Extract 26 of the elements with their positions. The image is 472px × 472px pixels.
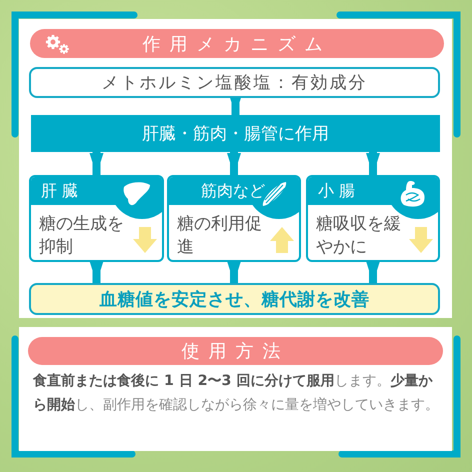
arrow	[227, 261, 241, 283]
organ-card	[167, 175, 301, 262]
arrow	[227, 152, 241, 175]
card-heading: 筋肉など	[201, 181, 265, 202]
arrow	[90, 152, 104, 175]
card-heading: 肝 臓	[41, 181, 78, 202]
section-heading	[28, 337, 443, 365]
organ-card	[306, 175, 440, 262]
card-text: 糖の利用促進	[177, 213, 263, 259]
card-text: 糖の生成を抑制	[39, 213, 125, 259]
card-heading: 小 腸	[318, 181, 356, 202]
box-text: 肝臓・筋肉・腸管に作用	[142, 123, 329, 145]
organ-card	[29, 175, 164, 262]
box-text: メトホルミン塩酸塩：有効成分	[102, 72, 368, 94]
ingredient-box	[29, 67, 440, 98]
action-bar	[31, 115, 440, 152]
usage-text: 食直前または食後に 1 日 2〜3 回に分けて服用します。少量から開始し、副作用を確認しながら徐々に量を増やしていきます。	[33, 372, 440, 415]
box-text: 血糖値を安定させ、糖代謝を改善	[100, 288, 370, 311]
arrow	[366, 152, 380, 175]
arrow	[90, 261, 104, 283]
heading-text: 作用メカニズム	[142, 32, 332, 56]
result-box	[29, 283, 440, 315]
heading-text: 使用方法	[182, 340, 290, 363]
arrow	[366, 261, 380, 283]
card-text: 糖吸収を緩やかに	[316, 213, 402, 259]
section-heading	[30, 29, 444, 58]
